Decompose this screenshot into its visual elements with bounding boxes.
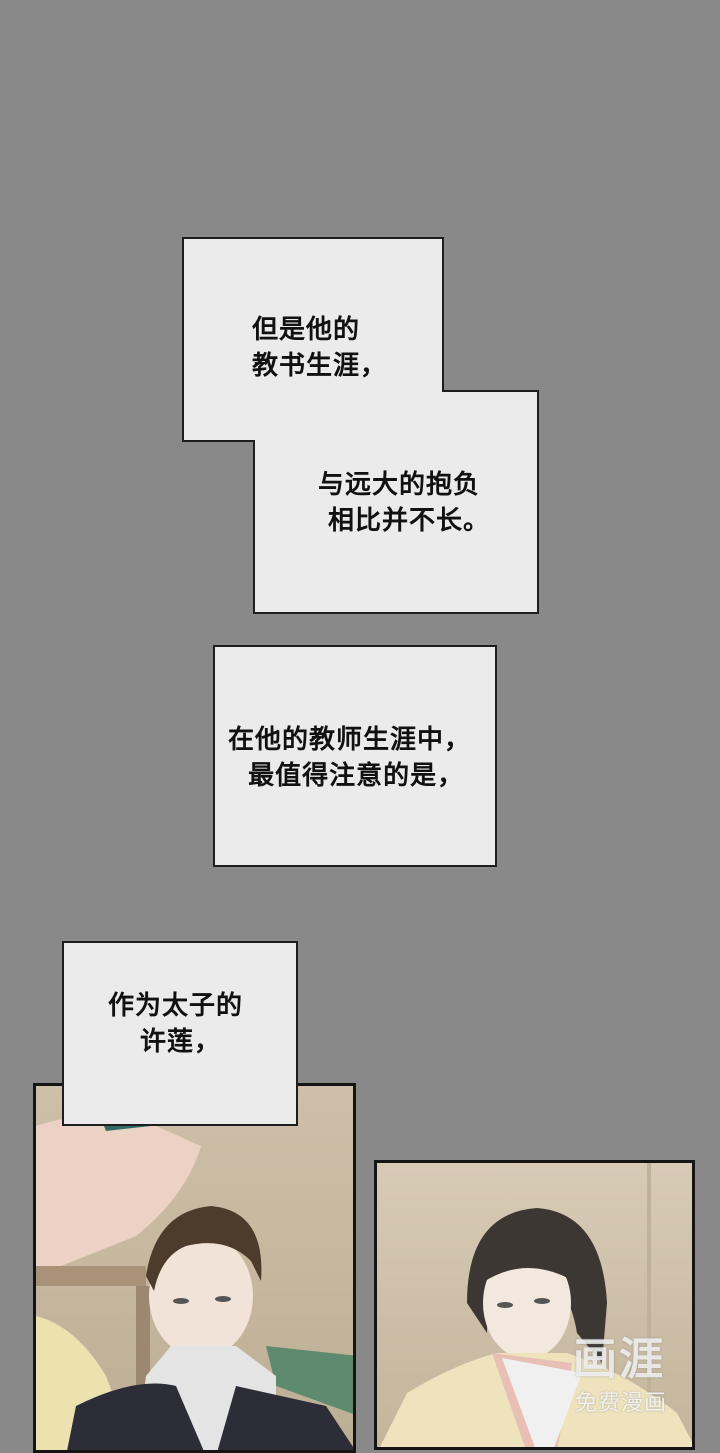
caption-2-line-1: 与远大的抱负 [318, 470, 481, 500]
caption-box-4 [62, 941, 298, 1126]
panel-2-illustration [380, 1163, 692, 1447]
caption-3-line-2: 最值得注意的是， [228, 761, 465, 791]
panel-1-illustration [36, 1098, 353, 1450]
comic-panel-2: 画涯 免费漫画 [374, 1160, 695, 1450]
watermark-logo: 画涯 [573, 1334, 665, 1385]
stepped-caption-box [182, 237, 539, 614]
watermark-subtitle: 免费漫画 [575, 1391, 668, 1416]
caption-1-line-2: 教书生涯， [252, 351, 388, 381]
caption-1-line-1: 但是他的 [252, 315, 361, 345]
comic-panel-1 [33, 1083, 356, 1453]
caption-2-line-2: 相比并不长。 [328, 506, 491, 536]
caption-4-line-1: 作为太子的 [108, 991, 244, 1021]
caption-box-3 [213, 645, 497, 867]
caption-3-line-1: 在他的教师生涯中， [228, 725, 472, 755]
caption-4-line-2: 许莲， [140, 1027, 222, 1057]
